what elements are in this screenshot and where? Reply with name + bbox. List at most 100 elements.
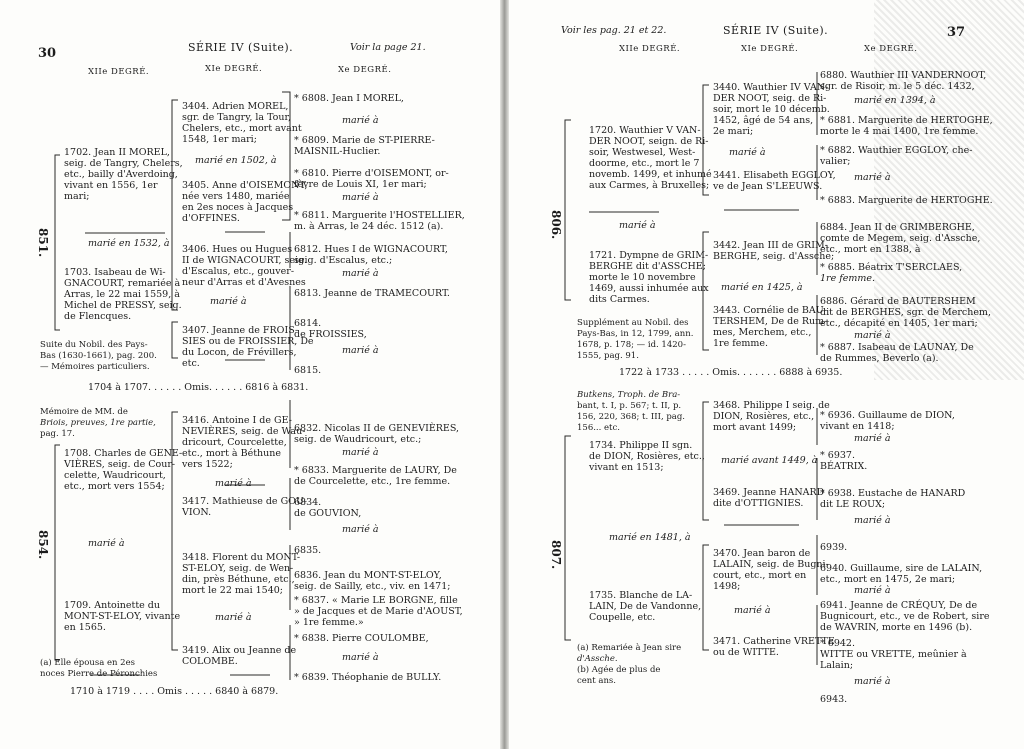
entry-6881: * 6881. Marguerite de HERTOGHE,morte le … [820,115,993,137]
marriage-note: marié à [342,268,379,279]
entry-1721: 1721. Dympne de GRIM-BERGHE dit d'ASSCHE… [589,250,709,305]
marriage-note: marié à [342,115,379,126]
entry-3404: 3404. Adrien MOREL,sgr. de Tangry, la To… [182,101,302,145]
entry-6814: 6814.de FROISSIES, [294,318,367,340]
series-title: SÉRIE IV (Suite). [188,41,294,54]
entry-1708: 1708. Charles de GENE-VIÈRES, seig. de C… [64,448,183,492]
marriage-note: marié en 1425, à [721,282,803,293]
marriage-note: marié à [215,478,252,489]
omitted-range: 1710 à 1719 . . . . Omis . . . . . 6840 … [70,686,279,697]
page-number: 37 [947,25,966,40]
page-left: 30 SÉRIE IV (Suite). Voir la page 21. XI… [0,0,500,749]
entry-6939: 6939. [820,542,848,553]
entry-6837: * 6837. « Marie LE BORGNE, fille» de Jac… [294,595,463,628]
series-title: SÉRIE IV (Suite). [723,24,829,37]
entry-6940: 6940. Guillaume, sire de LALAIN,etc., mo… [820,563,983,585]
degree-12-header: XIIe DEGRÉ. [88,67,150,77]
page-reference: Voir la page 21. [350,42,426,53]
marriage-note: marié à [88,538,125,549]
entry-3417: 3417. Mathieuse de GOU-VION. [182,496,307,518]
entry-6839: * 6839. Théophanie de BULLY. [294,672,442,683]
scan-noise [874,0,1024,380]
entry-1734: 1734. Philippe II sgn.de DION, Rosières,… [589,440,705,473]
generation-number: 854. [36,530,50,560]
marriage-note: marié en 1481, à [609,532,691,543]
marriage-note: marié à [342,447,379,458]
marriage-note: marié à [215,612,252,623]
marriage-note: marié à [342,524,379,535]
entry-6809: * 6809. Marie de ST-PIERRE-MAISNIL-Hucli… [294,135,435,157]
degree-10-header: Xe DEGRÉ. [338,65,392,75]
entry-6883: * 6883. Marguerite de HERTOGHE. [820,195,993,206]
entry-3441: 3441. Elisabeth EGGLOY,ve de Jean S'LEEU… [713,170,836,192]
source-note: Suite du Nobil. des Pays-Bas (1630-1661)… [40,340,157,372]
entry-6838: * 6838. Pierre COULOMBE, [294,633,429,644]
entry-1703: 1703. Isabeau de Wi-GNACOURT, remariée à… [64,267,182,322]
entry-6835: 6835. [294,545,322,556]
entry-3405: 3405. Anne d'OISEMONT,née vers 1480, mar… [182,180,308,224]
entry-6882: * 6882. Wauthier EGGLOY, che-valier; [820,145,973,167]
page-right: Voir les pag. 21 et 22. SÉRIE IV (Suite)… [509,0,1024,749]
marriage-note: marié à [854,585,891,596]
omitted-range: 1722 à 1733 . . . . . Omis. . . . . . . … [619,367,843,378]
source-note: Butkens, Troph. de Bra-bant, t. I, p. 56… [577,390,685,433]
marriage-note: marié à [342,192,379,203]
degree-11-header: XIe DEGRÉ. [205,64,263,74]
entry-1702: 1702. Jean II MOREL,seig. de Tangry, Che… [64,147,183,202]
entry-6815: 6815. [294,365,322,376]
marriage-note: marié à [729,147,766,158]
entry-6880: 6880. Wauthier III VANDERNOOT,sgr. de Ri… [820,70,987,92]
entry-6808: * 6808. Jean I MOREL, [294,93,404,104]
generation-number: 806. [549,210,563,240]
marriage-note: marié en 1502, à [195,155,277,166]
page-number: 30 [38,46,57,61]
marriage-note: marié à [854,330,891,341]
marriage-note: marié en 1532, à [88,238,170,249]
entry-6885: * 6885. Béatrix T'SERCLAES,1re femme. [820,262,963,284]
marriage-note: marié à [210,296,247,307]
book-gutter [500,0,509,749]
entry-3418: 3418. Florent du MONT-ST-ELOY, seig. de … [182,552,301,596]
entry-6884: 6884. Jean II de GRIMBERGHE,comte de Meg… [820,222,981,255]
page-reference: Voir les pag. 21 et 22. [561,25,667,36]
degree-12-header: XIIe DEGRÉ. [619,44,681,54]
entry-3442: 3442. Jean III de GRIM-BERGHE, seig. d'A… [713,240,835,262]
entry-6937: * 6937.BÉATRIX. [820,450,868,472]
omitted-range: 1704 à 1707. . . . . . Omis. . . . . . 6… [88,382,309,393]
marriage-note: marié avant 1449, à [721,455,818,466]
generation-number: 851. [36,228,50,258]
marriage-note: marié à [619,220,656,231]
degree-10-header: Xe DEGRÉ. [864,44,918,54]
marriage-note: marié à [854,676,891,687]
entry-6943: 6943. [820,694,848,705]
entry-1720: 1720. Wauthier V VAN-DER NOOT, seign. de… [589,125,712,191]
marriage-note: marié en 1394, à [854,95,936,106]
entry-6810: * 6810. Pierre d'OISEMONT, or-fèvre de L… [294,168,449,190]
entry-6811: * 6811. Marguerite l'HOSTELLIER,m. à Arr… [294,210,465,232]
entry-3407: 3407. Jeanne de FROIS-SIES ou de FROISSI… [182,325,314,369]
entry-6836: 6836. Jean du MONT-ST-ELOY,seig. de Sail… [294,570,451,592]
entry-3416: 3416. Antoine I de GE-NEVIÈRES, seig. de… [182,415,306,470]
entry-6834: 6834.de GOUVION, [294,497,362,519]
entry-6812: 6812. Hues I de WIGNACOURT,seig. d'Escal… [294,244,448,266]
marriage-note: marié à [342,345,379,356]
entry-1735: 1735. Blanche de LA-LAIN, De de Vandonne… [589,590,702,623]
entry-3443: 3443. Cornélie de BAU-TERSHEM, De de Rum… [713,305,828,349]
entry-6936: * 6936. Guillaume de DION,vivant en 1418… [820,410,955,432]
